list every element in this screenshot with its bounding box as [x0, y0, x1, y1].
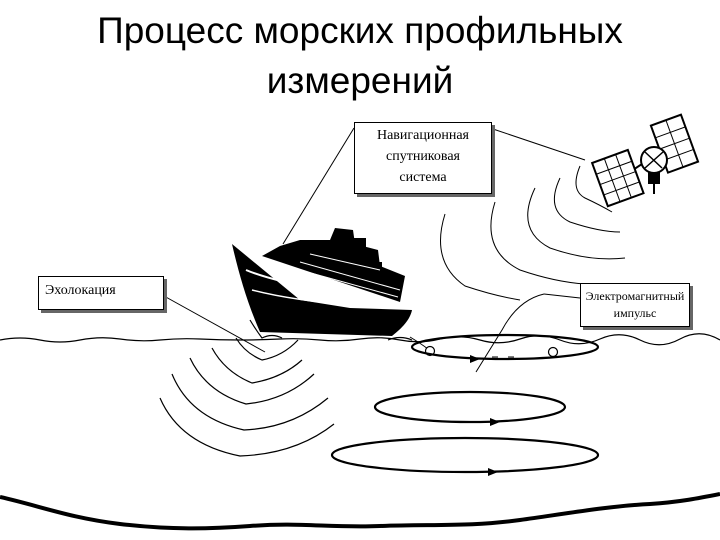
ship-icon	[232, 228, 413, 341]
page-title: Процесс морских профильных измерений	[0, 6, 720, 106]
sonar-waves	[159, 337, 335, 457]
label-nav-line-1: Навигационная	[376, 128, 469, 143]
satellite-signal-waves	[440, 165, 626, 301]
label-echolocation: Эхолокация	[38, 276, 164, 310]
buoy-right	[547, 346, 559, 358]
label-em-line-1: Электромагнитный	[585, 289, 685, 303]
em-pulse-rings	[330, 333, 600, 474]
title-line-2: измерений	[266, 60, 454, 101]
label-connectors	[163, 127, 586, 373]
sea-surface	[0, 333, 720, 346]
sea-floor	[0, 492, 720, 531]
title-line-1: Процесс морских профильных	[97, 10, 623, 51]
satellite-icon	[590, 113, 700, 208]
label-em-pulse: Электромагнитный импульс	[580, 283, 690, 327]
towed-cable	[409, 336, 559, 358]
label-em-line-2: импульс	[613, 306, 657, 320]
label-nav-line-2: спутниковая	[386, 149, 460, 164]
label-navigation-system: Навигационная спутниковая система	[354, 122, 492, 194]
em-pulse-arrows	[470, 355, 500, 476]
label-nav-line-3: система	[399, 170, 447, 185]
